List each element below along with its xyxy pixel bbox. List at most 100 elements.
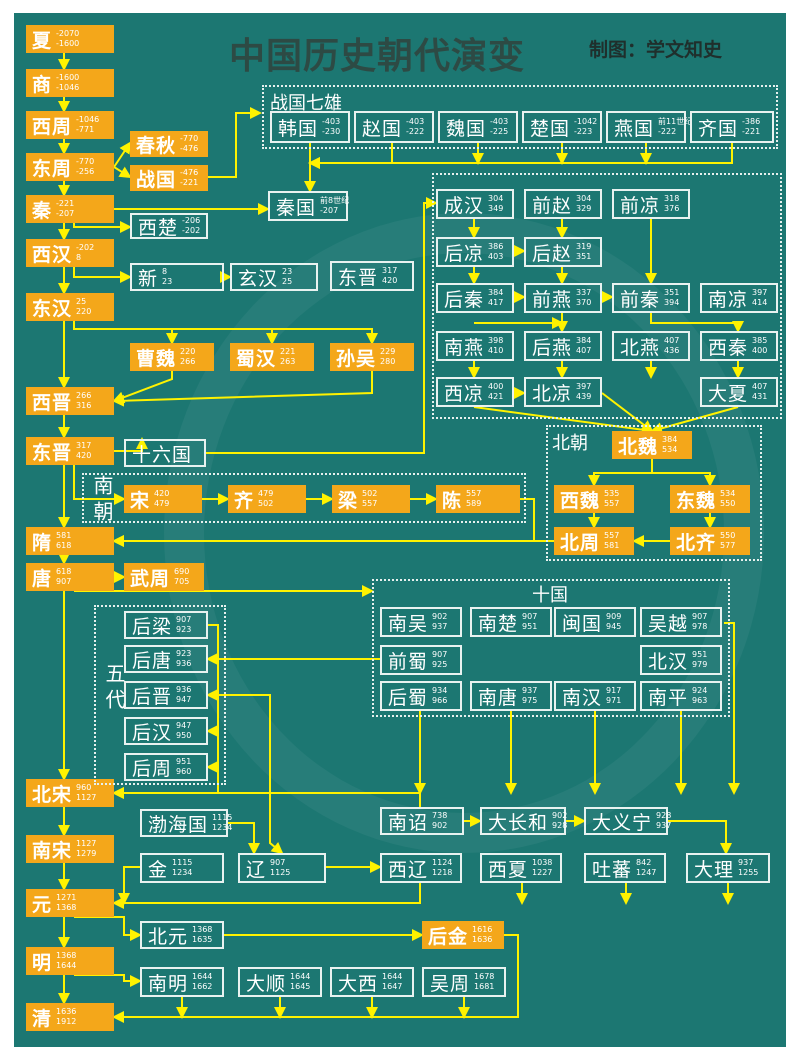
end-year: 937 xyxy=(432,622,448,631)
dynasty-name: 南汉 xyxy=(562,686,603,709)
start-year: 407 xyxy=(664,336,680,345)
end-year: -230 xyxy=(322,127,341,136)
dynasty-years: -476-221 xyxy=(180,168,198,188)
end-year: 1647 xyxy=(382,982,403,991)
end-year: -476 xyxy=(180,144,199,153)
dynasty-years: 前8世纪-207 xyxy=(320,196,349,216)
start-year: 1038 xyxy=(532,858,553,867)
start-year: 1115 xyxy=(212,813,233,822)
dynasty-years: 前11世纪-222 xyxy=(658,117,692,137)
dynasty-name: 齐国 xyxy=(698,117,739,140)
start-year: 937 xyxy=(522,686,538,695)
end-year: 945 xyxy=(606,622,622,631)
end-year: 1218 xyxy=(432,868,453,877)
end-year: 407 xyxy=(576,346,592,355)
connector-arrow xyxy=(228,822,260,855)
start-year: 960 xyxy=(76,783,92,792)
end-year: -221 xyxy=(742,127,761,136)
end-year: 349 xyxy=(488,204,504,213)
dynasty-years: -770-476 xyxy=(180,134,198,154)
dynasty-years: -1046-771 xyxy=(76,115,99,135)
dynasty-node-yanguo: 燕国前11世纪-222 xyxy=(606,111,692,143)
dynasty-node-zhanguo: 战国-476-221 xyxy=(130,165,208,191)
dynasty-name: 前秦 xyxy=(620,288,661,311)
end-year: 557 xyxy=(362,499,378,508)
dynasty-years: -1600-1046 xyxy=(56,73,79,93)
start-year: 1644 xyxy=(290,972,311,981)
connector-arrow xyxy=(73,465,126,505)
start-year: 1644 xyxy=(382,972,403,981)
dynasty-name: 西周 xyxy=(32,115,73,138)
end-year: 25 xyxy=(282,277,293,286)
end-year: 923 xyxy=(176,625,192,634)
dynasty-name: 渤海国 xyxy=(148,813,209,836)
end-year: 1635 xyxy=(192,935,213,944)
start-year: 535 xyxy=(604,489,620,498)
start-year: 229 xyxy=(380,347,396,356)
connector-arrow xyxy=(112,934,519,1023)
start-year: 534 xyxy=(720,489,736,498)
dynasty-name: 西凉 xyxy=(444,382,485,405)
end-year: 8 xyxy=(76,253,82,262)
start-year: 319 xyxy=(576,242,592,251)
dynasty-name: 魏国 xyxy=(446,117,487,140)
start-year: 690 xyxy=(174,567,190,576)
dynasty-name: 唐 xyxy=(32,567,53,590)
start-year: 318 xyxy=(664,194,680,203)
dynasty-name: 南诏 xyxy=(388,811,429,834)
end-year: 376 xyxy=(664,204,680,213)
start-year: -1042 xyxy=(574,117,598,126)
end-year: 329 xyxy=(576,204,592,213)
end-year: 394 xyxy=(664,298,680,307)
dynasty-node-zhaoguo: 赵国-403-222 xyxy=(354,111,434,143)
start-year: -1600 xyxy=(56,73,80,82)
start-year: 902 xyxy=(432,612,448,621)
connector-arrow xyxy=(650,406,739,435)
dynasty-name: 闽国 xyxy=(562,612,603,635)
dynasty-name: 玄汉 xyxy=(238,267,279,290)
end-year: -222 xyxy=(658,127,677,136)
end-year: 1645 xyxy=(290,982,311,991)
group-label-warring_states: 战国七雄 xyxy=(270,93,342,114)
end-year: 975 xyxy=(522,696,538,705)
end-year: -771 xyxy=(76,125,95,134)
start-year: 1127 xyxy=(76,839,97,848)
start-year: 1678 xyxy=(474,972,495,981)
start-year: 266 xyxy=(76,391,92,400)
end-year: -1046 xyxy=(56,83,80,92)
end-year: 263 xyxy=(280,357,296,366)
dynasty-name: 后唐 xyxy=(132,649,173,672)
start-year: 前11世纪 xyxy=(658,117,693,126)
start-year: 23 xyxy=(282,267,293,276)
start-year: 557 xyxy=(604,531,620,540)
end-year: 1127 xyxy=(76,793,97,802)
